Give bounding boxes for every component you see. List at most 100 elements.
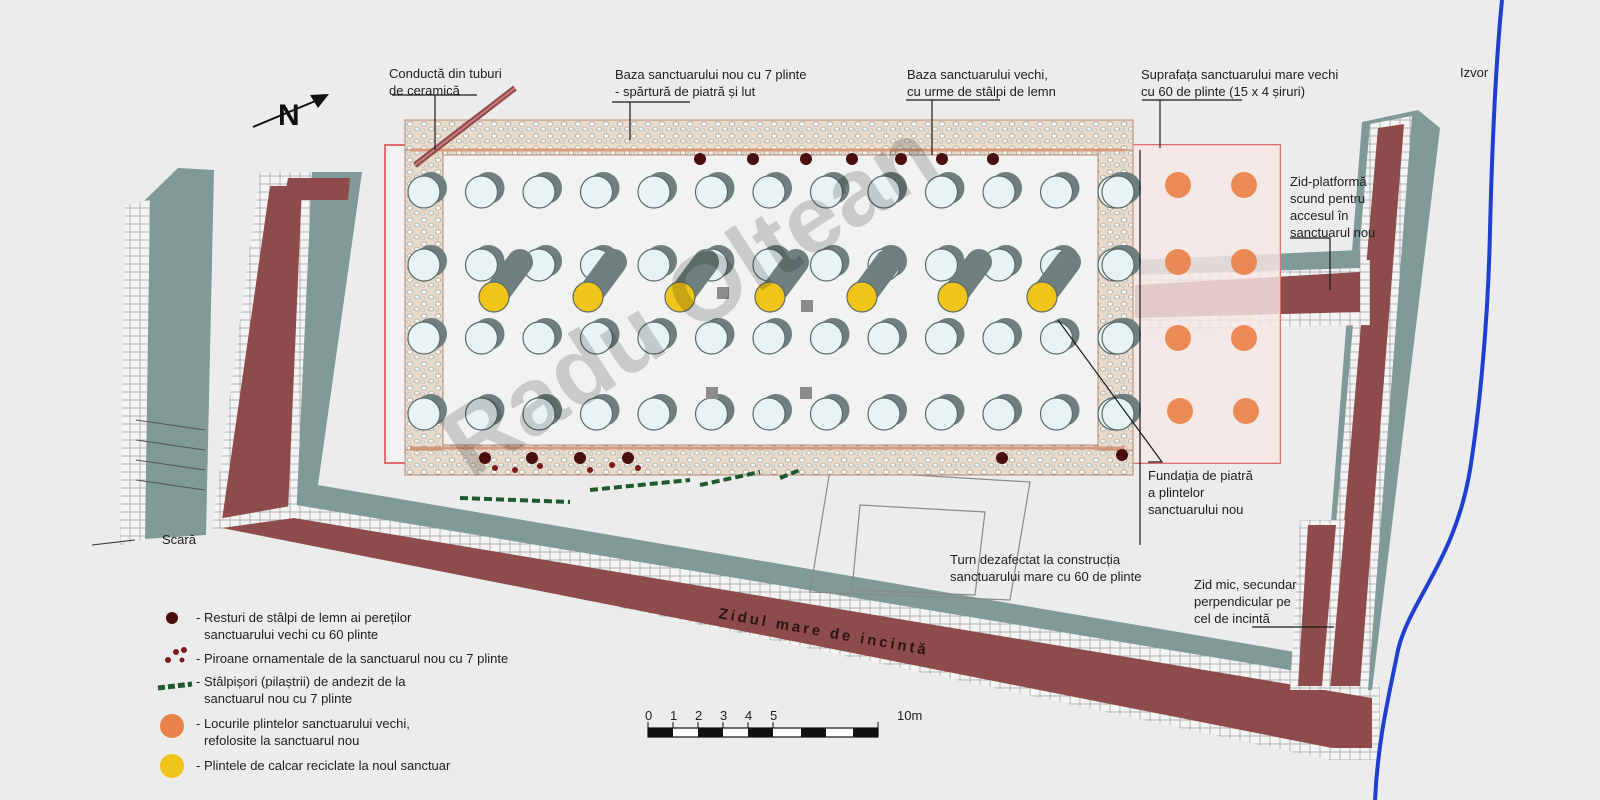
new-plinth [754, 281, 786, 313]
north-arrow-icon: N [252, 94, 329, 132]
tower-outline [809, 469, 1031, 601]
old-plinth [637, 248, 671, 282]
enclosure-wall-south [212, 505, 1380, 760]
new-plinth [478, 281, 510, 313]
old-plinth [407, 321, 441, 355]
new-plinth [572, 281, 604, 313]
old-plinth [1101, 397, 1135, 431]
label-izvor: Izvor [1460, 65, 1489, 80]
scale-tick-5: 5 [770, 708, 777, 723]
old-plinth [752, 397, 786, 431]
old-plinth [752, 321, 786, 355]
old-plinth [407, 397, 441, 431]
legend-item-posts: - Resturi de stâlpi de lemn ai pereților… [196, 610, 412, 642]
scale-bar: 0 1 2 3 4 5 10m [645, 708, 922, 738]
new-plinth [664, 281, 696, 313]
new-plinth [937, 281, 969, 313]
ornamental-pins-and-pilasters [459, 462, 801, 504]
old-plinth [637, 321, 671, 355]
river-izvor [1373, 0, 1504, 800]
reused-plinth-place [1165, 325, 1191, 351]
new-plinth [1026, 281, 1058, 313]
old-plinth [637, 175, 671, 209]
legend-item-yellow: - Plintele de calcar reciclate la noul s… [196, 758, 451, 773]
old-plinth [579, 175, 614, 209]
small-piers [706, 287, 813, 399]
old-plinth [1101, 248, 1135, 282]
north-label: N [278, 99, 300, 132]
reused-plinth-place [1167, 398, 1193, 424]
scale-tick-1: 1 [670, 708, 677, 723]
wooden-post [479, 452, 491, 464]
old-plinth [464, 397, 499, 431]
label-scara: Scară [162, 532, 197, 547]
label-baza-nou: Baza sanctuarului nou cu 7 plinte- spărt… [615, 67, 807, 99]
reused-plinth-place [1231, 172, 1257, 198]
wooden-post [622, 452, 634, 464]
reused-plinth-place [1165, 172, 1191, 198]
reused-plinth-places [1165, 172, 1259, 424]
old-plinth [982, 175, 1016, 209]
old-plinth [752, 175, 786, 209]
reused-plinth-place [1231, 249, 1257, 275]
legend-piroane-icon [165, 647, 187, 663]
wooden-post [574, 452, 586, 464]
old-plinth [982, 321, 1016, 355]
new-plinth [846, 281, 878, 313]
wooden-post [747, 153, 759, 165]
old-plinth [522, 175, 556, 209]
scale-tick-4: 4 [745, 708, 752, 723]
wooden-post [987, 153, 999, 165]
old-plinth [867, 397, 901, 431]
old-plinth [694, 397, 729, 431]
legend-pilastrii-icon [157, 681, 193, 691]
old-plinth [694, 321, 729, 355]
old-plinth [924, 321, 959, 355]
old-plinth [867, 321, 901, 355]
old-plinth [522, 397, 556, 431]
wooden-post [800, 153, 812, 165]
wooden-post [694, 153, 706, 165]
legend-item-pilastrii: - Stâlpișori (pilaștrii) de andezit de l… [196, 674, 406, 706]
legend-orange-icon [160, 714, 184, 738]
old-plinth [1101, 175, 1135, 209]
wooden-post [526, 452, 538, 464]
legend-yellow-icon [160, 754, 184, 778]
reused-plinth-place [1233, 398, 1259, 424]
old-plinth [924, 175, 959, 209]
old-plinth [579, 397, 614, 431]
reused-plinth-place [1165, 249, 1191, 275]
new-plinths-row [478, 249, 1081, 313]
scale-tick-2: 2 [695, 708, 702, 723]
old-plinth [464, 321, 499, 355]
old-plinth [579, 321, 614, 355]
old-plinth [924, 248, 959, 282]
wooden-post [846, 153, 858, 165]
old-plinth [1101, 321, 1135, 355]
reused-plinth-place [1231, 325, 1257, 351]
old-plinth [809, 397, 844, 431]
scale-tick-0: 0 [645, 708, 652, 723]
old-plinth [809, 248, 844, 282]
enclosure-wall-west [212, 172, 350, 530]
old-plinth [809, 321, 844, 355]
old-plinth [809, 175, 844, 209]
legend-item-piroane: - Piroane ornamentale de la sanctuarul n… [196, 651, 508, 666]
platform-band [295, 172, 1330, 688]
old-plinth [464, 248, 499, 282]
old-plinth [1039, 397, 1074, 431]
old-plinth [407, 248, 441, 282]
wooden-post [895, 153, 907, 165]
old-plinth [867, 175, 901, 209]
enclosure-wall-east [1290, 110, 1440, 690]
old-plinth [407, 175, 441, 209]
legend-post-icon [166, 612, 178, 624]
wooden-post [936, 153, 948, 165]
wooden-post [996, 452, 1008, 464]
